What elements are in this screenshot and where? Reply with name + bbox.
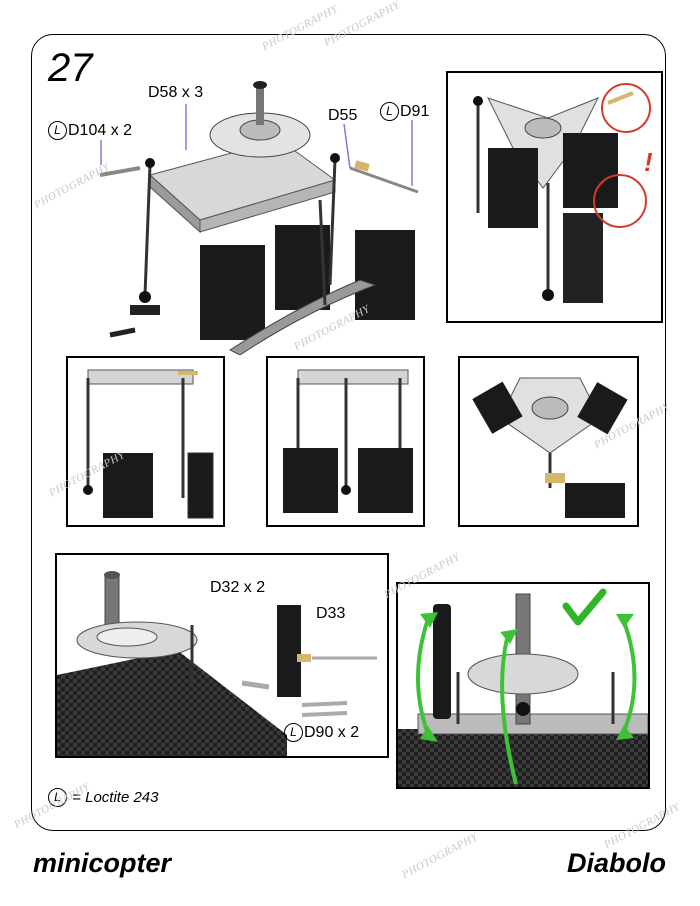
detail-panel-bottom-left	[55, 553, 389, 758]
warning-mark: !	[644, 147, 653, 177]
loctite-icon: L	[284, 723, 303, 742]
label-d58: D58 x 3	[148, 84, 203, 102]
footer-brand-left: minicopter	[33, 848, 172, 878]
warning-detail-drawing	[473, 83, 651, 303]
bottom-right-detail-drawing	[398, 588, 648, 787]
main-assembly-illustration	[90, 80, 435, 355]
label-d91-text: D91	[400, 103, 430, 120]
loctite-legend-text: = Loctite 243	[72, 789, 159, 806]
assembly-drawing	[99, 81, 419, 355]
loctite-legend: L = Loctite 243	[48, 788, 159, 807]
step-number: 27	[48, 46, 93, 90]
label-d32: D32 x 2	[210, 579, 265, 597]
label-d32-text: D32 x 2	[210, 579, 266, 596]
center-detail-drawing	[283, 369, 413, 513]
loctite-icon: L	[380, 102, 399, 121]
detail-panel-warning: !	[446, 71, 663, 323]
label-d33-text: D33	[316, 605, 346, 622]
label-d90-text: D90 x 2	[304, 724, 360, 741]
detail-panel-left	[66, 356, 225, 527]
label-d104-text: D104 x 2	[68, 122, 133, 139]
detail-panel-right	[458, 356, 639, 527]
footer-brand-right: Diabolo	[567, 848, 666, 878]
label-d55: D55	[328, 107, 357, 125]
label-d55-text: D55	[328, 107, 358, 124]
detail-panel-bottom-right	[396, 582, 650, 789]
label-d33: D33	[316, 605, 345, 623]
label-d58-text: D58 x 3	[148, 84, 204, 101]
detail-panel-center	[266, 356, 425, 527]
loctite-icon: L	[48, 121, 67, 140]
bottom-left-detail-drawing	[57, 571, 377, 756]
left-detail-drawing	[83, 369, 214, 519]
check-mark-icon	[562, 588, 607, 626]
right-detail-drawing	[472, 377, 628, 518]
loctite-icon: L	[48, 788, 67, 807]
